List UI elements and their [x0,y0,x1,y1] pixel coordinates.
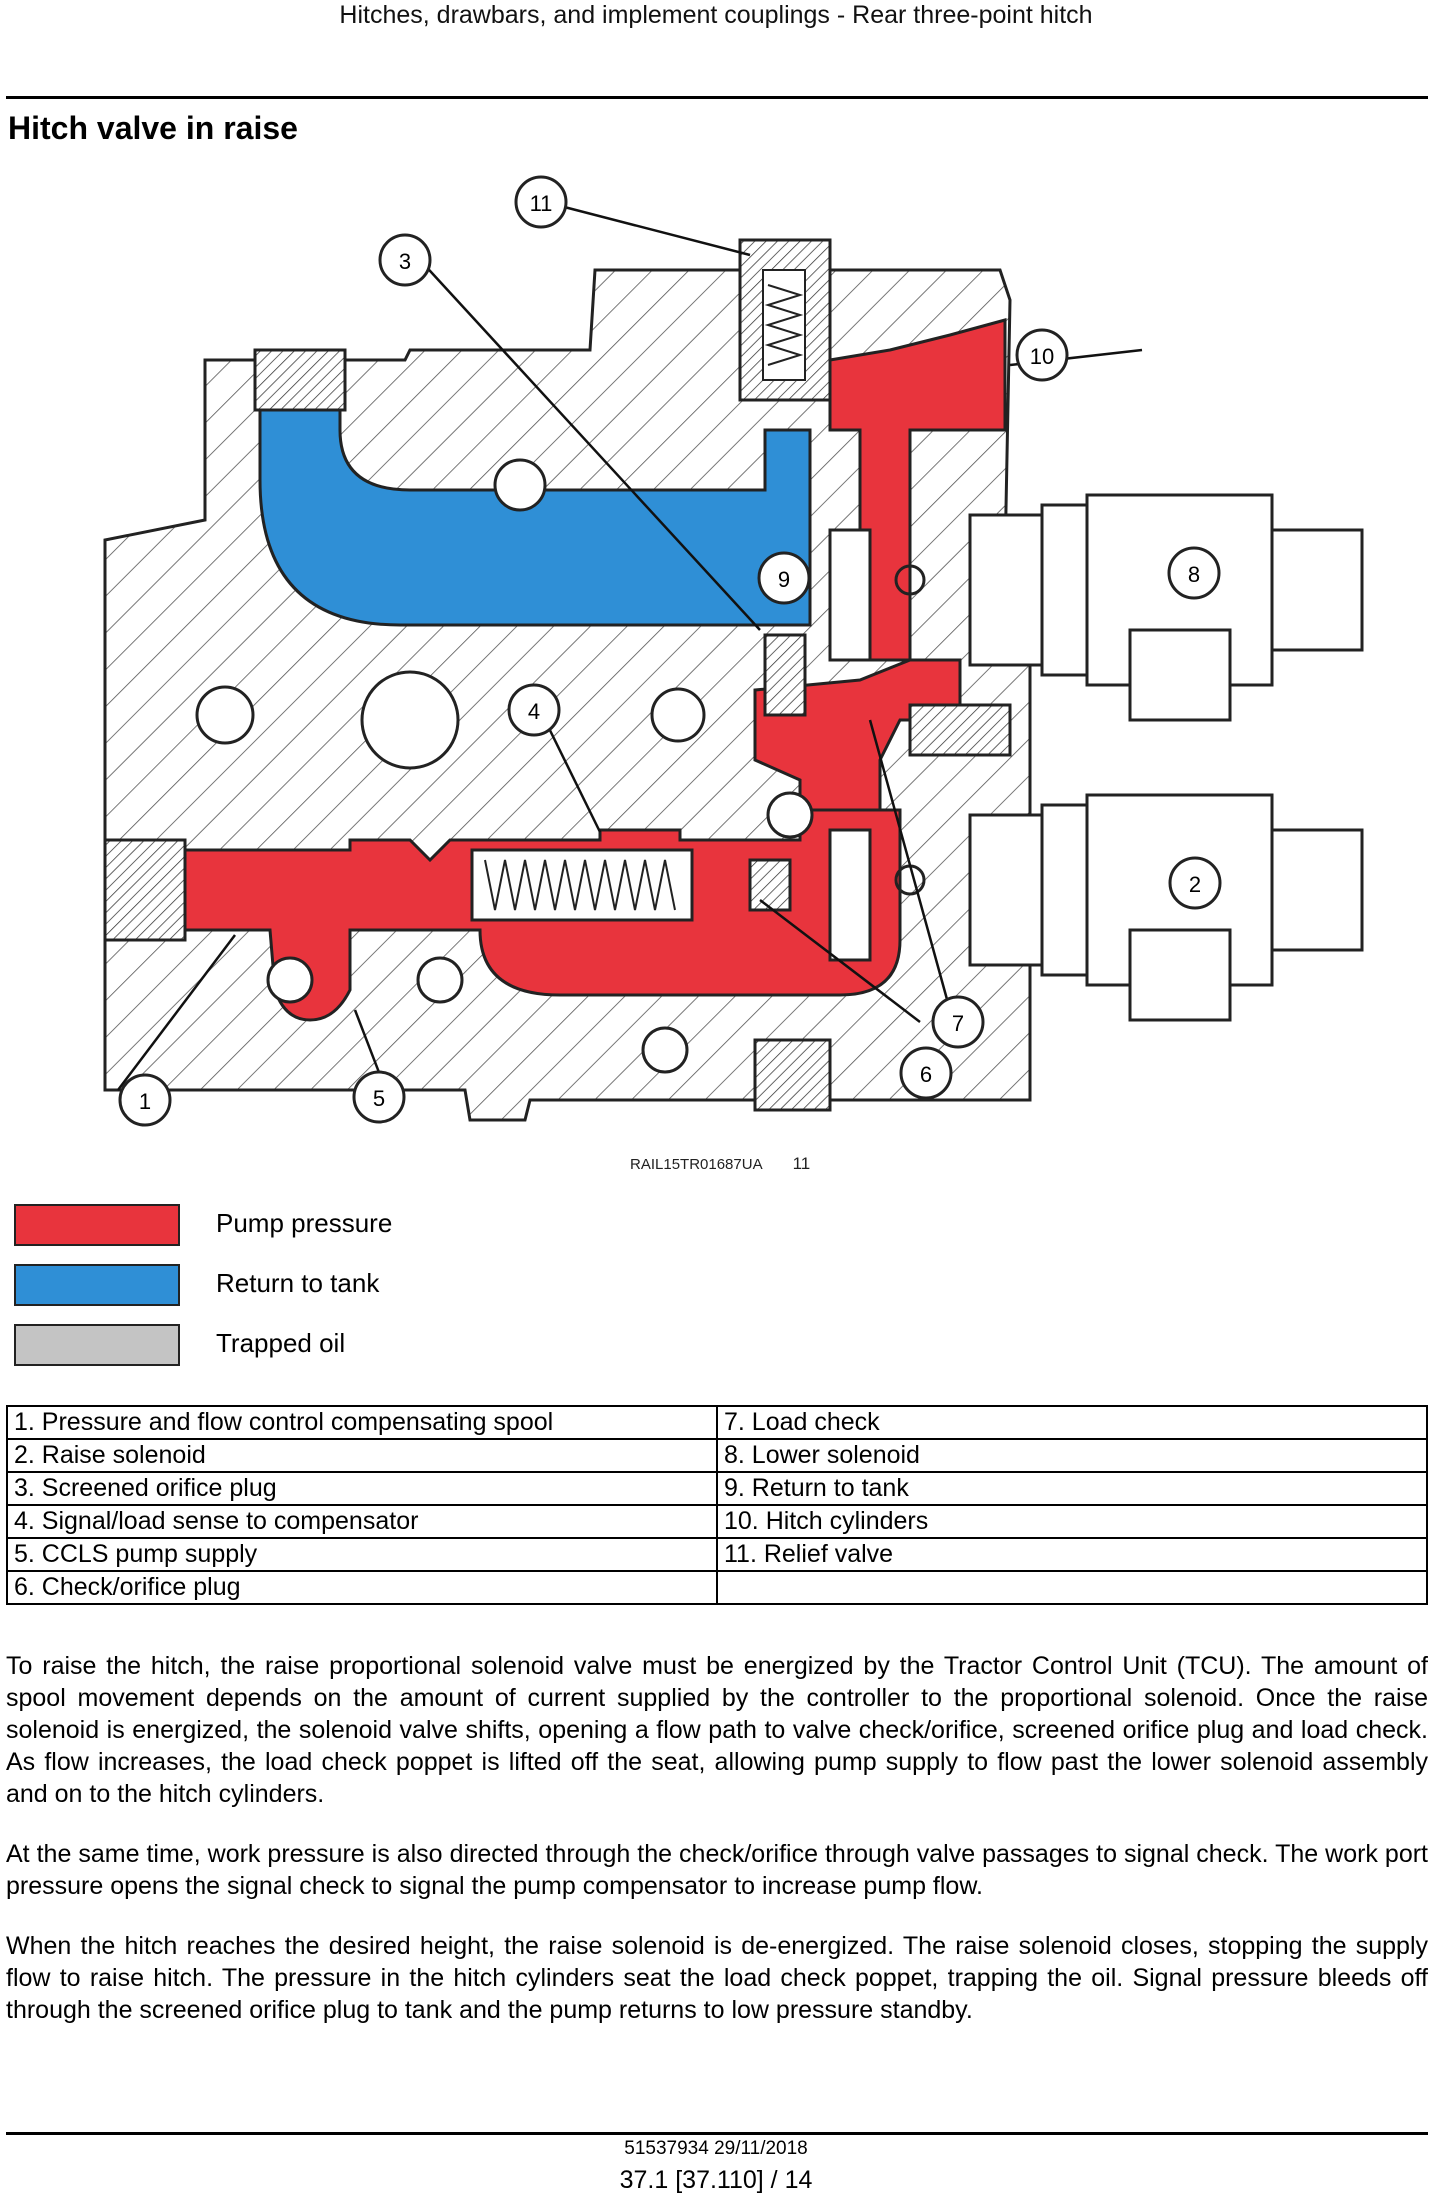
callout-1: 1 [118,1073,172,1127]
table-cell: 3. Screened orifice plug [6,1471,718,1506]
running-header: Hitches, drawbars, and implement couplin… [339,1,1093,29]
hitch-valve-diagram: 11 3 10 8 9 4 2 7 6 1 5 [100,160,1370,1140]
callout-10: 10 [1015,328,1069,382]
table-cell [716,1570,1428,1605]
swatch-trapped-oil [14,1324,180,1366]
return-passage [258,398,812,627]
svg-text:2: 2 [1189,872,1201,897]
table-row: 6. Check/orifice plug [6,1570,1428,1605]
callout-4: 4 [507,683,561,737]
callout-11: 11 [514,175,568,229]
svg-text:10: 10 [1030,344,1054,369]
parts-table: 1. Pressure and flow control compensatin… [6,1405,1428,1605]
table-row: 1. Pressure and flow control compensatin… [6,1405,1428,1440]
table-cell: 8. Lower solenoid [716,1438,1428,1473]
footer-doc-code: 51537934 29/11/2018 [624,2138,808,2159]
paragraph: At the same time, work pressure is also … [6,1840,1428,1900]
table-row: 3. Screened orifice plug 9. Return to ta… [6,1471,1428,1506]
legend-label: Pump pressure [216,1208,393,1238]
figure-reference: RAIL15TR01687UA 11 [630,1154,810,1174]
legend-label: Return to tank [216,1268,380,1298]
swatch-return-to-tank [14,1264,180,1306]
table-cell: 1. Pressure and flow control compensatin… [6,1405,718,1440]
svg-text:4: 4 [528,699,540,724]
callout-3: 3 [378,233,432,287]
legend-label: Trapped oil [216,1328,346,1358]
svg-text:7: 7 [952,1011,964,1036]
table-cell: 9. Return to tank [716,1471,1428,1506]
callout-8: 8 [1167,546,1221,600]
paragraph: When the hitch reaches the desired heigh… [6,1932,1428,2024]
spring [484,859,676,911]
callout-2: 2 [1168,856,1222,910]
footer-page-number: 37.1 [37.110] / 14 [619,2166,813,2194]
svg-text:8: 8 [1188,562,1200,587]
port-circles [195,458,814,1074]
svg-text:6: 6 [920,1062,932,1087]
svg-text:9: 9 [778,567,790,592]
svg-text:3: 3 [399,249,411,274]
header-rule [6,96,1428,99]
table-cell: 7. Load check [716,1405,1428,1440]
callout-5: 5 [352,1070,406,1124]
footer-rule [6,2132,1428,2135]
figure-code: RAIL15TR01687UA [630,1156,763,1173]
callout-6: 6 [899,1046,953,1100]
table-row: 4. Signal/load sense to compensator 10. … [6,1504,1428,1539]
svg-text:1: 1 [139,1089,151,1114]
description-text: To raise the hitch, the raise proportion… [6,1650,1428,2054]
callout-9: 9 [757,551,811,605]
table-cell: 11. Relief valve [716,1537,1428,1572]
callout-7: 7 [931,995,985,1049]
table-cell: 5. CCLS pump supply [6,1537,718,1572]
raise-solenoid-2 [968,793,1364,1022]
figure-number: 11 [792,1154,811,1173]
paragraph: To raise the hitch, the raise proportion… [6,1652,1428,1808]
svg-text:11: 11 [530,191,553,216]
table-cell: 2. Raise solenoid [6,1438,718,1473]
svg-text:5: 5 [373,1086,385,1111]
swatch-pump-pressure [14,1204,180,1246]
section-title: Hitch valve in raise [8,110,298,146]
table-cell: 10. Hitch cylinders [716,1504,1428,1539]
table-row: 2. Raise solenoid 8. Lower solenoid [6,1438,1428,1473]
table-row: 5. CCLS pump supply 11. Relief valve [6,1537,1428,1572]
table-cell: 6. Check/orifice plug [6,1570,718,1605]
table-cell: 4. Signal/load sense to compensator [6,1504,718,1539]
